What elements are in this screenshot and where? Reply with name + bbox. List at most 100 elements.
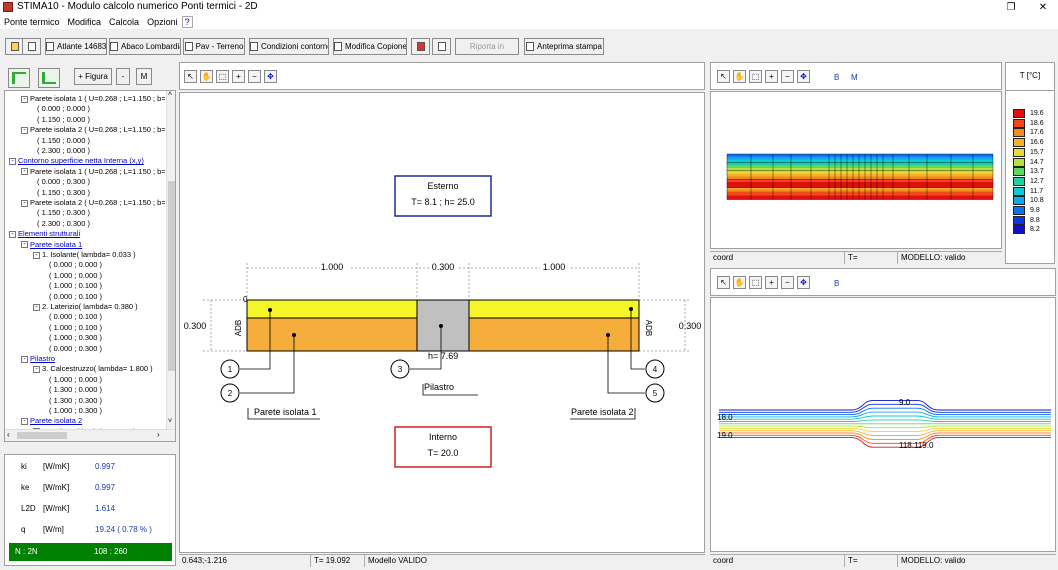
scroll-right-icon[interactable]: ›: [157, 430, 160, 439]
tree-item[interactable]: ( 1.300 ; 0.300 ): [45, 396, 102, 406]
tree-item[interactable]: ( 1.000 ; 0.000 ): [45, 271, 102, 281]
laterizio-2[interactable]: [468, 317, 640, 352]
tree-item[interactable]: ( 2.300 ; 0.300 ): [33, 219, 90, 229]
tree-expander-icon[interactable]: -: [33, 365, 40, 373]
tree-item[interactable]: ( 0.000 ; 0.100 ): [45, 292, 102, 302]
tree-expander-icon[interactable]: -: [33, 428, 40, 429]
color-map-canvas[interactable]: [710, 91, 1002, 249]
tree-item[interactable]: ( 1.300 ; 0.000 ): [45, 385, 102, 395]
tree-expander-icon[interactable]: -: [21, 199, 28, 207]
tree-item[interactable]: -1. Isolante( lambda= 0.033 ): [33, 427, 136, 429]
tree-expander-icon[interactable]: -: [21, 241, 28, 249]
tree-item[interactable]: ( 0.000 ; 0.300 ): [45, 344, 102, 354]
m-button[interactable]: M: [136, 68, 152, 85]
callout-4[interactable]: [645, 359, 665, 379]
zoom-box-icon[interactable]: ⬚: [749, 70, 762, 83]
tree-item[interactable]: -Contorno superficie netta Interna (x,y): [9, 156, 144, 166]
add-figura-button[interactable]: + Figura: [74, 68, 112, 85]
anteprima-stampa-button[interactable]: Anteprima stampa: [524, 38, 604, 55]
tree-item[interactable]: ( 1.150 ; 0.000 ): [33, 136, 90, 146]
tree-vscrollbar[interactable]: ˄ ˅: [166, 91, 175, 429]
isolante-1[interactable]: [246, 299, 418, 319]
zoom-fit-icon[interactable]: ✥: [797, 276, 810, 289]
pointer-tool-icon[interactable]: ↖: [717, 276, 730, 289]
interno-box[interactable]: [394, 426, 492, 468]
restore-button[interactable]: ❐: [1006, 2, 1016, 13]
zoom-in-icon[interactable]: +: [765, 70, 778, 83]
tree-item[interactable]: ( 0.000 ; 0.000 ): [45, 260, 102, 270]
tree-item[interactable]: ( 1.150 ; 0.300 ): [33, 188, 90, 198]
modifica-copione-button[interactable]: Modifica Copione: [333, 38, 407, 55]
tree-item[interactable]: -Parete isolata 1 ( U=0.268 ; L=1.150 ; …: [21, 94, 165, 104]
tree-expander-icon[interactable]: -: [21, 168, 28, 176]
tree-item[interactable]: -Parete isolata 2 ( U=0.268 ; L=1.150 ; …: [21, 198, 165, 208]
tree-expander-icon[interactable]: -: [9, 157, 16, 165]
tree-item[interactable]: ( 1.150 ; 0.000 ): [33, 115, 90, 125]
tree-item[interactable]: -Parete isolata 1: [21, 240, 82, 250]
tree-expander-icon[interactable]: -: [9, 230, 16, 238]
menu-opzioni[interactable]: Opzioni: [147, 17, 178, 27]
tree-expander-icon[interactable]: -: [21, 95, 28, 103]
callout-5[interactable]: [645, 383, 665, 403]
zoom-out-icon[interactable]: −: [248, 70, 261, 83]
tree-expand-icon-button[interactable]: [8, 68, 30, 88]
esterno-box[interactable]: [394, 175, 492, 217]
remove-button[interactable]: -: [116, 68, 130, 85]
tree-item[interactable]: ( 0.000 ; 0.300 ): [33, 177, 90, 187]
drawing-canvas[interactable]: Esterno T= 8.1 ; h= 25.0 Interno T= 20.0…: [179, 92, 705, 553]
tree-item[interactable]: -Elementi strutturali: [9, 229, 80, 239]
isolante-2[interactable]: [468, 299, 640, 319]
tree-expander-icon[interactable]: -: [21, 355, 28, 363]
pan-tool-icon[interactable]: ✋: [733, 276, 746, 289]
zoom-out-icon[interactable]: −: [781, 276, 794, 289]
menu-calcola[interactable]: Calcola: [109, 17, 140, 27]
tree-item[interactable]: -3. Calcestruzzo( lambda= 1.800 ): [33, 364, 153, 374]
tree-item[interactable]: ( 1.000 ; 0.100 ): [45, 281, 102, 291]
tree-item[interactable]: ( 0.000 ; 0.100 ): [45, 312, 102, 322]
tree-item[interactable]: ( 2.300 ; 0.000 ): [33, 146, 90, 156]
tree-collapse-icon-button[interactable]: [38, 68, 60, 88]
tree-item[interactable]: -Parete isolata 2 ( U=0.268 ; L=1.150 ; …: [21, 125, 165, 135]
export-icon-button[interactable]: [411, 38, 430, 55]
zoom-out-icon[interactable]: −: [781, 70, 794, 83]
scroll-thumb[interactable]: [168, 181, 175, 371]
callout-3[interactable]: [390, 359, 410, 379]
condizioni-contorno-button[interactable]: Condizioni contorno: [249, 38, 329, 55]
menu-ponte-termico[interactable]: Ponte termico: [4, 17, 60, 27]
tree-expander-icon[interactable]: -: [21, 126, 28, 134]
toggle-b[interactable]: B: [834, 279, 840, 288]
callout-2[interactable]: [220, 383, 240, 403]
tree-item[interactable]: ( 1.000 ; 0.300 ): [45, 406, 102, 416]
tree-item[interactable]: ( 0.000 ; 0.000 ): [33, 104, 90, 114]
pointer-tool-icon[interactable]: ↖: [717, 70, 730, 83]
toggle-m[interactable]: M: [851, 73, 858, 82]
pan-tool-icon[interactable]: ✋: [200, 70, 213, 83]
print-icon-button[interactable]: [432, 38, 451, 55]
toggle-b[interactable]: B: [834, 73, 840, 82]
scroll-down-icon[interactable]: ˅: [168, 418, 173, 425]
pilastro-block[interactable]: [416, 299, 470, 352]
zoom-fit-icon[interactable]: ✥: [264, 70, 277, 83]
scroll-left-icon[interactable]: ‹: [7, 430, 10, 439]
search-doc-icon-button[interactable]: [22, 38, 41, 55]
laterizio-1[interactable]: [246, 317, 418, 352]
zoom-in-icon[interactable]: +: [232, 70, 245, 83]
tree-item[interactable]: ( 1.000 ; 0.000 ): [45, 375, 102, 385]
tree-item[interactable]: -Parete isolata 1 ( U=0.268 ; L=1.150 ; …: [21, 167, 165, 177]
tree-hscrollbar[interactable]: ‹ ›: [5, 429, 175, 441]
zoom-box-icon[interactable]: ⬚: [216, 70, 229, 83]
zoom-in-icon[interactable]: +: [765, 276, 778, 289]
tree-item[interactable]: ( 1.150 ; 0.300 ): [33, 208, 90, 218]
close-button[interactable]: ✕: [1038, 2, 1048, 13]
tree-item[interactable]: -Pilastro: [21, 354, 55, 364]
tree-expander-icon[interactable]: -: [21, 417, 28, 425]
tree-item[interactable]: -Parete isolata 2: [21, 416, 82, 426]
zoom-fit-icon[interactable]: ✥: [797, 70, 810, 83]
zoom-box-icon[interactable]: ⬚: [749, 276, 762, 289]
callout-1[interactable]: [220, 359, 240, 379]
isoline-canvas[interactable]: 9.0 18.0 19.0 118.119.0: [710, 297, 1056, 552]
tree-expander-icon[interactable]: -: [33, 251, 40, 259]
atlante-button[interactable]: Atlante 14683: [45, 38, 107, 55]
tree-view[interactable]: -Parete isolata 1 ( U=0.268 ; L=1.150 ; …: [4, 90, 176, 442]
tree-item[interactable]: ( 1.000 ; 0.100 ): [45, 323, 102, 333]
